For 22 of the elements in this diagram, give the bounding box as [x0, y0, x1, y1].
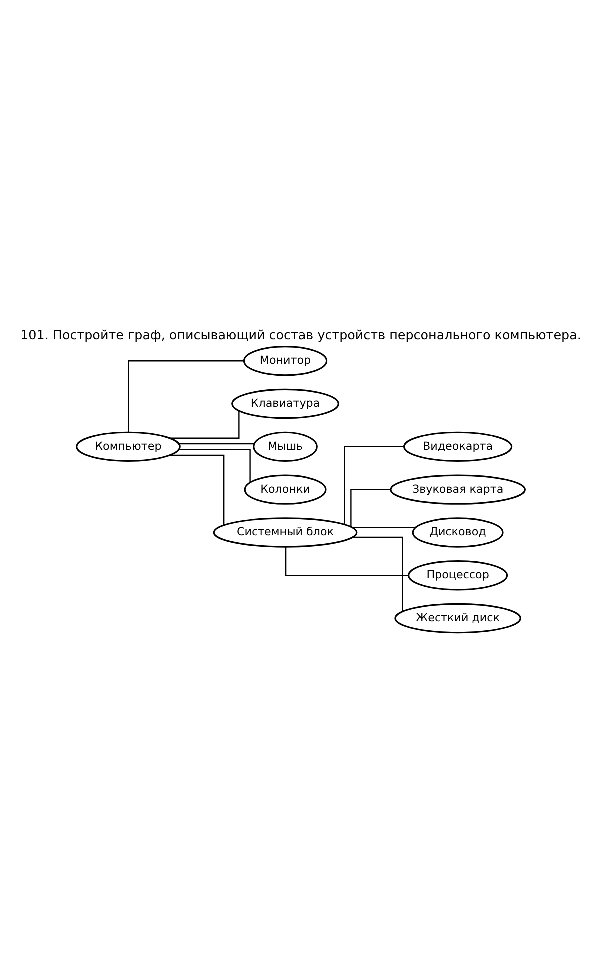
node-ellipse: Колонки	[244, 474, 327, 504]
diagram-title: 101. Постройте граф, описывающий состав устройств персонального компьютера.	[20, 327, 582, 342]
node-ellipse: Системный блок	[213, 517, 358, 548]
connector	[352, 536, 404, 612]
connector	[285, 546, 409, 576]
node-ellipse: Процессор	[408, 560, 508, 590]
node-ellipse: Звуковая карта	[390, 474, 526, 504]
node-ellipse: Видеокарта	[403, 431, 513, 462]
node-ellipse: Клавиатура	[232, 388, 340, 419]
connector	[170, 410, 240, 438]
connector	[352, 526, 416, 528]
connector	[179, 442, 255, 444]
node-ellipse: Жесткий диск	[394, 602, 522, 634]
node-ellipse: Дисковод	[412, 517, 504, 548]
node-ellipse: Мышь	[253, 431, 318, 462]
connector	[179, 448, 251, 482]
node-ellipse: Компьютер	[76, 431, 181, 462]
connector	[170, 454, 225, 525]
connector	[350, 488, 391, 527]
connector	[128, 360, 244, 432]
node-ellipse: Монитор	[243, 346, 328, 376]
connector	[344, 446, 404, 524]
